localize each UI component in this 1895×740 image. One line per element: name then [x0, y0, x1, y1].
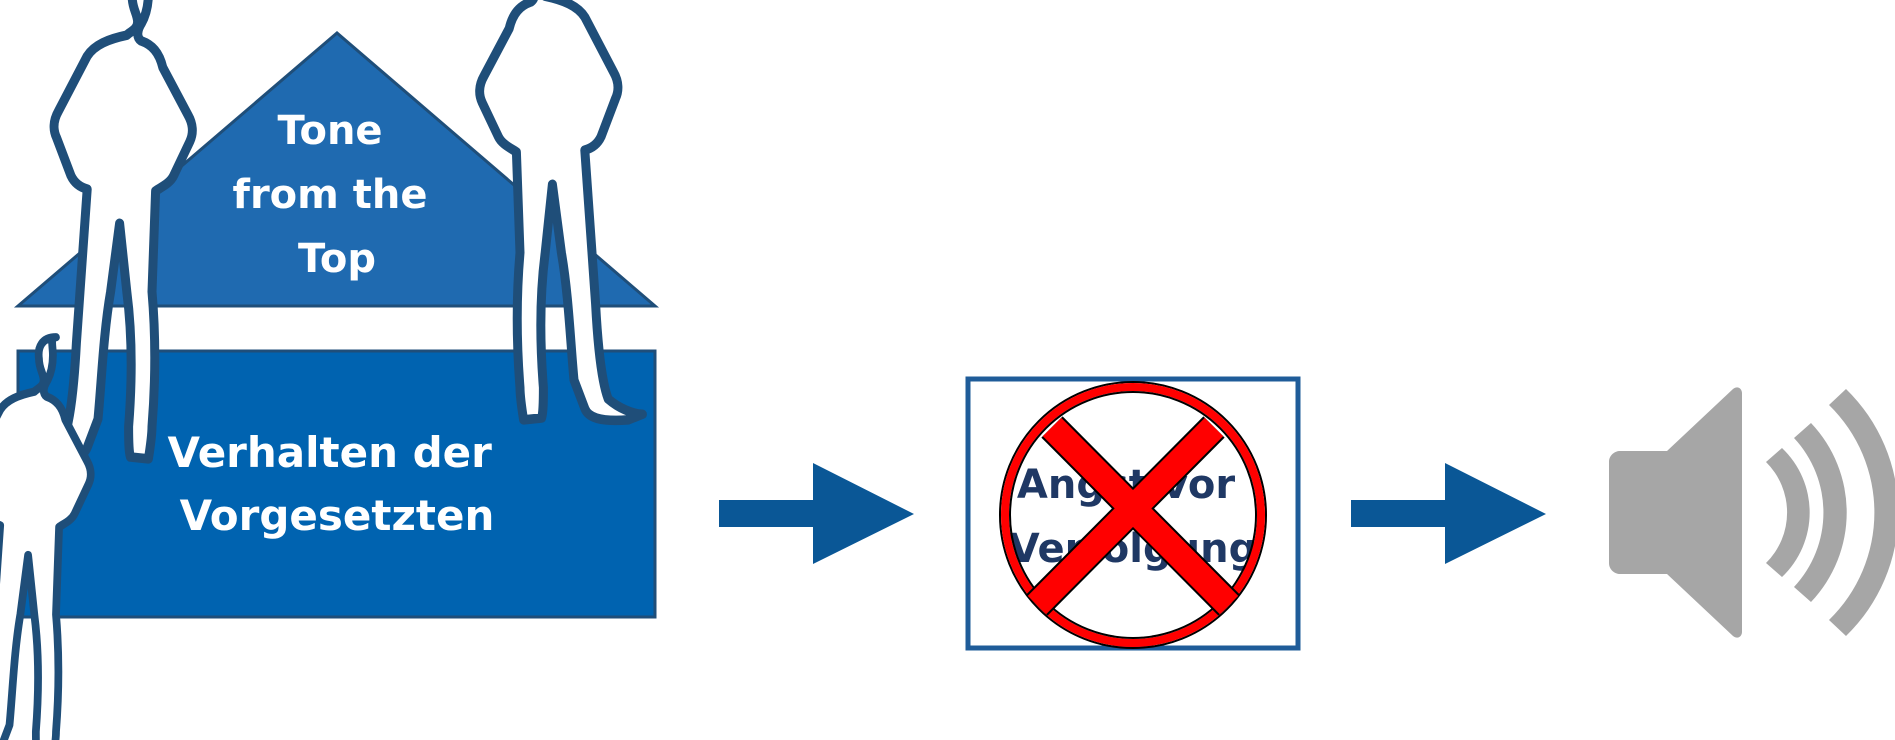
base-rectangle: [18, 351, 655, 617]
roof-label-line-1: Tone: [278, 108, 383, 154]
base-label-line-2: Vorgesetzten: [180, 491, 495, 540]
speaker-icon: [1609, 387, 1895, 637]
roof-label-line-3: Top: [298, 236, 376, 282]
arrow-right-icon: [1351, 463, 1546, 564]
fear-label-line-2: Verfolgung: [1009, 526, 1257, 572]
base-label-line-1: Verhalten der: [167, 428, 492, 477]
arrow-right-icon: [719, 463, 914, 564]
roof-label-line-2: from the: [233, 172, 428, 218]
